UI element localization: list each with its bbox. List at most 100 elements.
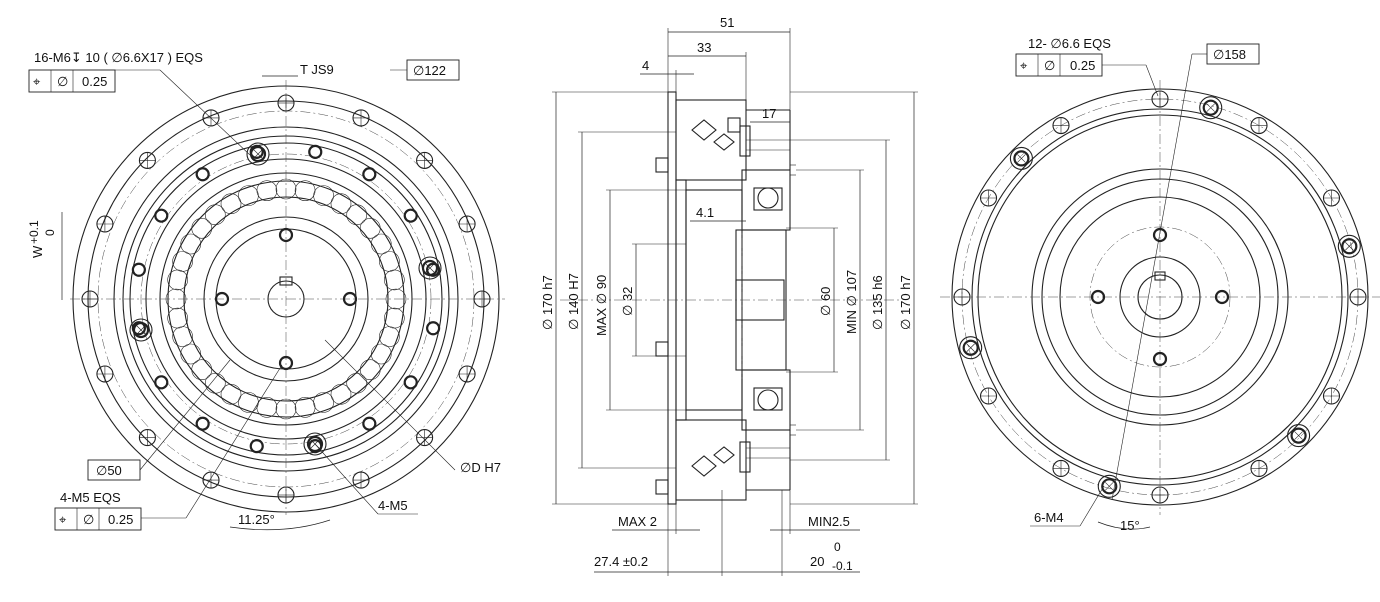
svg-text:∅50: ∅50 (96, 463, 122, 478)
front-angle-label: 11.25° (238, 512, 275, 527)
m5-pattern-label: 4-M5 EQS (60, 490, 121, 505)
dia-32-label: ∅ 32 (620, 287, 635, 316)
front-bolt-hole (131, 262, 146, 277)
dim-33: 33 (697, 40, 711, 55)
svg-text:0.25: 0.25 (82, 74, 107, 89)
front-roller (172, 326, 193, 347)
front-roller (238, 185, 259, 206)
front-roller (330, 383, 352, 405)
keyway-label: T JS9 (300, 62, 334, 77)
front-bolt-hole (195, 416, 210, 431)
front-roller (346, 372, 368, 394)
front-roller (313, 185, 334, 206)
front-roller (330, 193, 352, 215)
rear-view (940, 80, 1380, 515)
dia-dh7-label: ∅D H7 (460, 460, 501, 475)
front-inner-hole (278, 227, 294, 243)
max-2-label: MAX 2 (618, 514, 657, 529)
front-roller (180, 233, 202, 255)
front-screw-head (246, 142, 270, 166)
front-roller (256, 180, 278, 201)
svg-text:MAX ∅ 90: MAX ∅ 90 (594, 275, 609, 336)
svg-text:∅122: ∅122 (413, 63, 446, 78)
front-bolt-hole (426, 262, 441, 277)
front-roller (294, 180, 316, 201)
front-roller (172, 251, 193, 272)
front-roller (294, 397, 316, 418)
front-screw-head (303, 432, 327, 456)
front-roller (346, 204, 368, 226)
rear-position-frame: ⌖ ∅ 0.25 (1015, 53, 1103, 77)
dim-20-label: 20 (810, 554, 824, 569)
m5-label: 4-M5 (378, 498, 408, 513)
front-roller (204, 372, 226, 394)
front-bolt-hole (426, 321, 441, 336)
front-bolt-hole (403, 375, 418, 390)
svg-text:16-M6↧ 10 ( ∅6.6X17 ) EQS: 16-M6↧ 10 ( ∅6.6X17 ) EQS (34, 50, 203, 65)
min-dia-107-label: MIN ∅ 107 (844, 270, 859, 334)
front-bolt-hole (362, 167, 377, 182)
m4-label: 6-M4 (1034, 510, 1064, 525)
front-roller (204, 204, 226, 226)
dim-51: 51 (720, 15, 734, 30)
front-inner-hole (342, 291, 358, 307)
rear-keyway (1154, 271, 1166, 281)
front-roller (379, 251, 400, 272)
svg-text:0: 0 (43, 229, 57, 236)
rear-m4-hole (959, 336, 983, 360)
svg-text:MIN ∅ 107: MIN ∅ 107 (844, 270, 859, 334)
front-roller (167, 307, 188, 329)
svg-text:0.25: 0.25 (1070, 58, 1095, 73)
dia-135-label: ∅ 135 h6 (870, 275, 885, 330)
side-view-dimensions (552, 28, 918, 576)
front-screw-head (418, 256, 442, 280)
svg-text:∅ 170 h7: ∅ 170 h7 (540, 275, 555, 330)
front-roller (379, 326, 400, 347)
min-2-5-label: MIN2.5 (808, 514, 850, 529)
rear-inner-hole (1152, 351, 1168, 367)
rear-m4-hole (1009, 146, 1033, 170)
rear-angle-label: 15° (1120, 518, 1140, 533)
front-roller (167, 269, 188, 291)
front-roller (220, 383, 242, 405)
front-bolt-hole (195, 167, 210, 182)
front-roller (385, 288, 407, 310)
front-bolt-hole (249, 439, 264, 454)
front-view (70, 80, 505, 515)
dia-60-label: ∅ 60 (818, 287, 833, 316)
svg-text:⌖: ⌖ (59, 512, 67, 527)
svg-text:∅ 135 h6: ∅ 135 h6 (870, 275, 885, 330)
rear-m4-hole (1337, 234, 1361, 258)
front-roller (275, 398, 297, 420)
rear-m4-hole (1097, 474, 1121, 498)
front-roller (180, 343, 202, 365)
front-roller (313, 392, 334, 413)
w-label: W (30, 245, 45, 258)
dim-4: 4 (642, 58, 649, 73)
svg-text:∅: ∅ (57, 74, 68, 89)
svg-text:∅ 32: ∅ 32 (620, 287, 635, 316)
dia-158-box: ∅158 (1206, 43, 1260, 65)
rear-inner-hole (1214, 289, 1230, 305)
front-roller (191, 359, 213, 381)
dim-27-4-label: 27.4 ±0.2 (594, 554, 648, 569)
svg-text:∅ 140 H7: ∅ 140 H7 (566, 273, 581, 330)
front-bolt-hole (154, 375, 169, 390)
front-roller (384, 307, 405, 329)
dia-122-box: ∅122 (406, 59, 460, 81)
svg-text:∅ 170 h7: ∅ 170 h7 (898, 275, 913, 330)
front-bolt-hole (403, 208, 418, 223)
dim-4-1: 4.1 (696, 205, 714, 220)
w-tol-upper: +0.1 (27, 220, 41, 244)
front-keyway (279, 276, 293, 286)
dia-170-h7-right-label: ∅ 170 h7 (898, 275, 913, 330)
front-screw-head (129, 318, 153, 342)
front-roller (359, 359, 381, 381)
dia-170-h7-left-label: ∅ 170 h7 (540, 275, 555, 330)
dia-50-box: ∅50 (87, 459, 141, 481)
svg-text:⌖: ⌖ (1020, 58, 1028, 73)
svg-text:+0.1: +0.1 (27, 220, 41, 244)
front-bolt-hole (362, 416, 377, 431)
front-bolt-hole (154, 208, 169, 223)
rear-hole-pattern-label: 12- ∅6.6 EQS (1028, 36, 1111, 51)
